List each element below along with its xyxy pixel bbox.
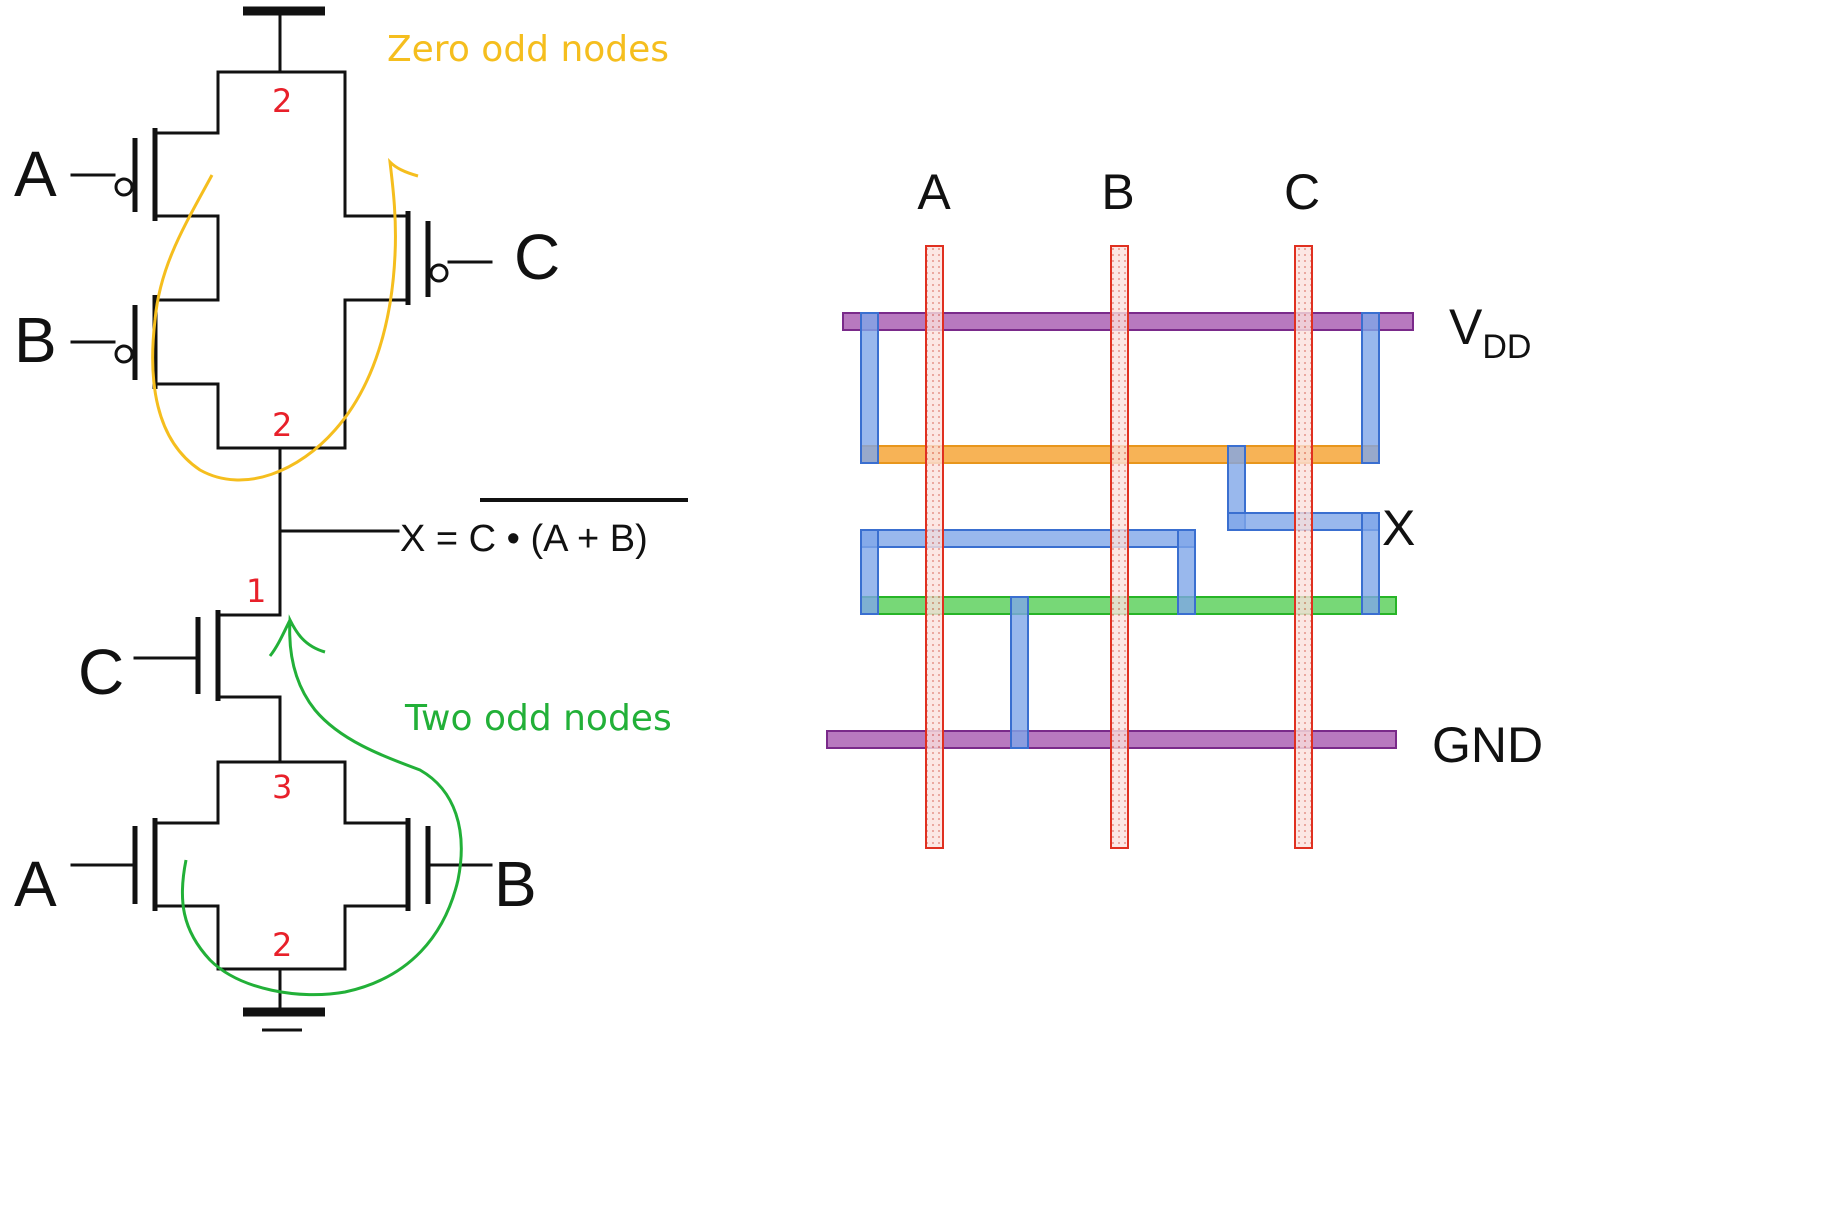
output-label-x: X: [1382, 500, 1415, 556]
vdd-symbol: [243, 6, 325, 74]
input-label-c: C: [78, 636, 124, 708]
nmos-transistor-a: [70, 818, 158, 911]
gnd-symbol: [243, 967, 325, 1032]
column-label-c: C: [1284, 164, 1320, 220]
euler-path-yellow: [151, 157, 419, 482]
nmos-parallel-left: [860, 529, 879, 615]
euler-path-green: [180, 614, 463, 997]
inversion-bubble-icon: [114, 177, 134, 197]
nmos-parallel-right: [1177, 529, 1196, 615]
input-label-a: A: [14, 848, 57, 920]
input-label-b: B: [494, 848, 537, 920]
input-label-a: A: [14, 138, 57, 210]
stick-diagram: A B C VDD X GND: [826, 164, 1543, 849]
output-equation-lhs: X =: [400, 518, 469, 560]
poly-column-b: [1110, 245, 1129, 849]
pmos-transistor-b: [70, 295, 158, 389]
vdd-label: VDD: [1449, 299, 1531, 366]
node-count: 2: [272, 406, 292, 444]
input-label-c: C: [514, 221, 560, 293]
vdd-contact-left: [860, 312, 879, 464]
poly-column-c: [1294, 245, 1313, 849]
inversion-bubble-icon: [429, 263, 449, 283]
pmos-transistor-a: [70, 128, 158, 221]
pmos-network: [153, 70, 410, 450]
node-count: 3: [272, 768, 292, 806]
pmos-transistor-c: [405, 211, 493, 305]
column-label-b: B: [1101, 164, 1134, 220]
output-equation-rhs: C • (A + B): [469, 518, 648, 560]
vdd-contact-right: [1361, 312, 1380, 464]
node-count: 2: [272, 82, 292, 120]
nmos-annotation: Two odd nodes: [404, 698, 672, 739]
pmos-annotation: Zero odd nodes: [387, 29, 669, 70]
nmos-parallel-link: [860, 529, 1196, 548]
input-label-b: B: [14, 304, 57, 376]
vdd-label-main: V: [1449, 299, 1483, 355]
gnd-label: GND: [1432, 717, 1543, 773]
gnd-contact: [1010, 596, 1029, 749]
nmos-transistor-b: [405, 818, 493, 911]
node-count: 2: [272, 926, 292, 964]
node-count: 1: [246, 572, 266, 610]
vdd-label-sub: DD: [1482, 328, 1531, 366]
nmos-transistor-c: [133, 610, 282, 764]
output-node: [278, 446, 688, 617]
output-equation: X = C • (A + B): [400, 518, 648, 560]
column-label-a: A: [917, 164, 951, 220]
poly-column-a: [925, 245, 944, 849]
output-link-down: [1361, 512, 1380, 615]
cmos-schematic: A B C C A B X = C • (A + B) 2 2 1 3 2 Ze…: [14, 6, 688, 1032]
inversion-bubble-icon: [114, 344, 134, 364]
